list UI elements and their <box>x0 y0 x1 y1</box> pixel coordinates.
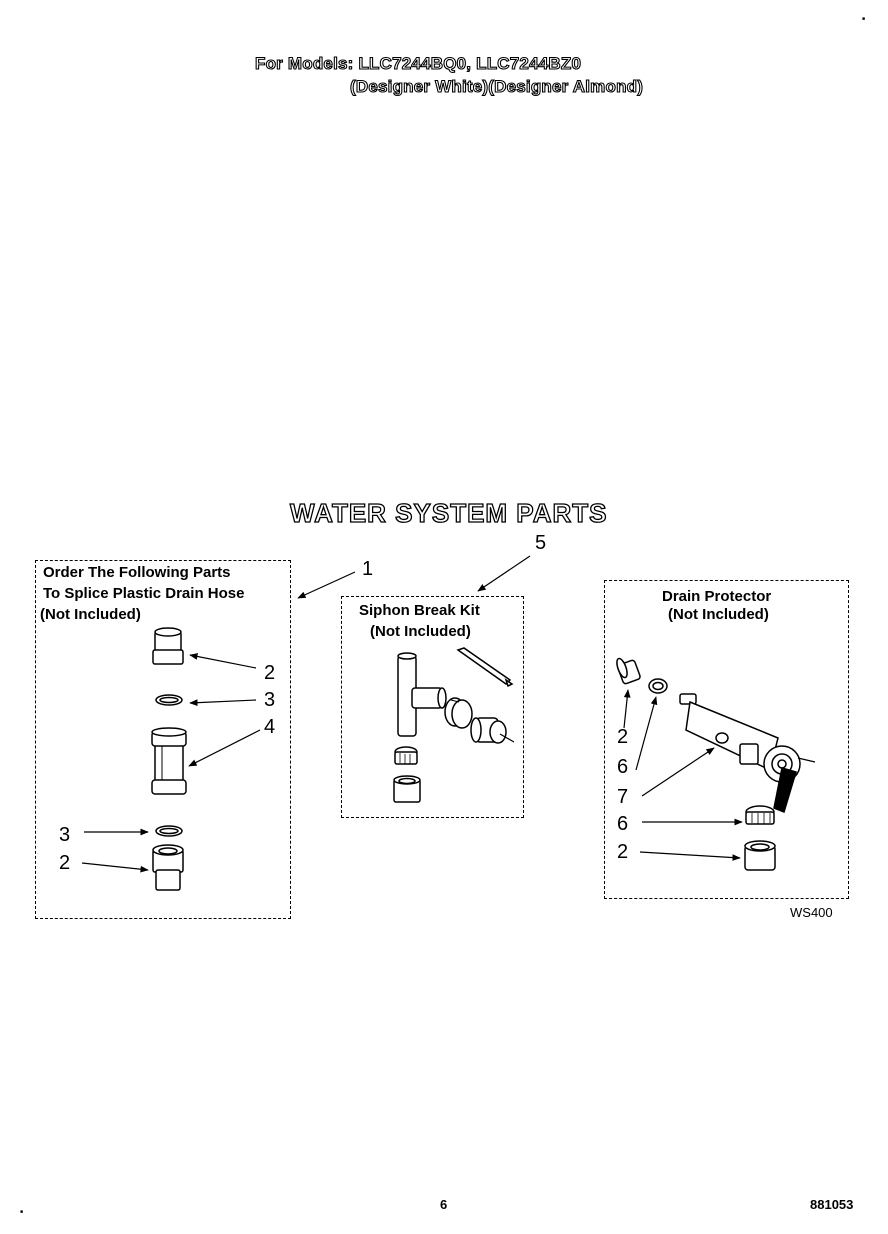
siphon-ring <box>394 746 418 765</box>
siphon-clamp <box>444 697 473 729</box>
siphon-strap <box>456 647 514 688</box>
siphon-break-kit-box <box>341 596 524 818</box>
corner-mark-bottom: ■ <box>20 1209 24 1215</box>
drain-lever <box>773 767 797 814</box>
callout-drain-2-top: 2 <box>617 726 629 748</box>
drain-protector-box <box>604 580 849 899</box>
callout-drain-2-bottom: 2 <box>617 841 629 863</box>
splice-bottom-clamp <box>155 825 183 837</box>
drain-top-connector <box>616 657 641 685</box>
arrow-drain-6-top <box>635 696 658 771</box>
splice-tube <box>151 727 187 795</box>
splice-top-clamp <box>155 694 183 706</box>
drain-bottom-connector <box>744 840 776 871</box>
drain-label-line2: (Not Included) <box>668 606 769 623</box>
callout-splice-2-top: 2 <box>264 662 276 684</box>
drain-label-line1: Drain Protector <box>662 588 772 605</box>
callout-drain-6-bottom: 6 <box>617 813 629 835</box>
arrow-drain-2-bottom <box>639 851 741 861</box>
arrow-splice-3-top <box>189 699 257 707</box>
splice-label-line3: (Not Included) <box>40 606 141 623</box>
callout-5: 5 <box>535 532 547 554</box>
callout-drain-7: 7 <box>617 786 629 808</box>
arrow-splice-4 <box>188 729 261 767</box>
corner-mark-top: ■ <box>862 16 866 22</box>
callout-drain-6-top: 6 <box>617 756 629 778</box>
splice-top-connector <box>152 627 184 665</box>
splice-bottom-connector <box>152 844 184 891</box>
arrow-drain-2-top <box>623 689 631 729</box>
drain-small-clamp <box>648 678 668 694</box>
page-title: WATER SYSTEM PARTS <box>289 497 608 528</box>
splice-parts-box <box>35 560 291 919</box>
siphon-label-line2: (Not Included) <box>370 623 471 640</box>
callout-splice-4: 4 <box>264 716 276 738</box>
arrow-splice-2-top <box>189 653 257 669</box>
arrow-splice-2-bottom <box>81 862 149 873</box>
document-number: 881053 <box>810 1197 854 1212</box>
models-header: For Models: LLC7244BQ0, LLC7244BZ0 <box>254 53 582 73</box>
callout-1: 1 <box>362 558 374 580</box>
arrow-5 <box>477 555 531 592</box>
siphon-tee <box>397 652 447 737</box>
splice-label-line2: To Splice Plastic Drain Hose <box>40 583 248 604</box>
callout-splice-2-bottom: 2 <box>59 852 71 874</box>
callout-splice-3-top: 3 <box>264 689 276 711</box>
figure-code: WS400 <box>790 905 833 920</box>
siphon-fitting <box>470 717 515 744</box>
drain-clamp <box>745 805 775 825</box>
siphon-label-line1: Siphon Break Kit <box>355 600 484 621</box>
arrow-1 <box>297 571 356 599</box>
splice-label-line1: Order The Following Parts <box>40 562 234 583</box>
callout-splice-3-bottom: 3 <box>59 824 71 846</box>
page-number: 6 <box>440 1197 448 1212</box>
arrow-drain-7 <box>641 747 715 797</box>
models-colors: (Designer White)(Designer Almond) <box>349 76 644 96</box>
drain-body <box>679 693 816 783</box>
siphon-bushing <box>393 775 421 803</box>
